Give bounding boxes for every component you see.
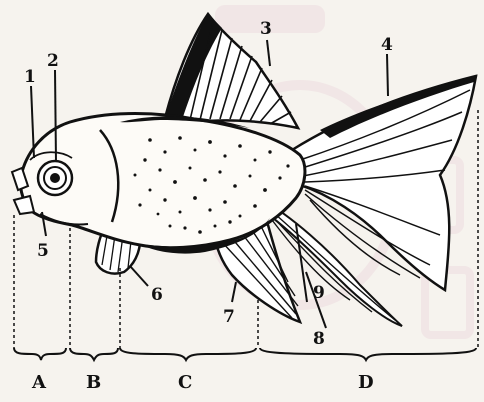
label-6: 6 — [151, 285, 163, 305]
section-a: A — [31, 372, 47, 393]
label-3: 3 — [260, 19, 272, 39]
label-2: 2 — [47, 51, 59, 71]
label-9: 9 — [313, 283, 325, 303]
label-7: 7 — [223, 307, 235, 327]
section-braces — [14, 348, 476, 360]
section-d: D — [358, 372, 374, 393]
section-b: B — [86, 372, 101, 393]
label-4: 4 — [381, 35, 393, 55]
label-1: 1 — [24, 67, 36, 87]
label-8: 8 — [313, 329, 325, 349]
section-c: C — [178, 372, 192, 393]
label-5: 5 — [37, 241, 49, 261]
